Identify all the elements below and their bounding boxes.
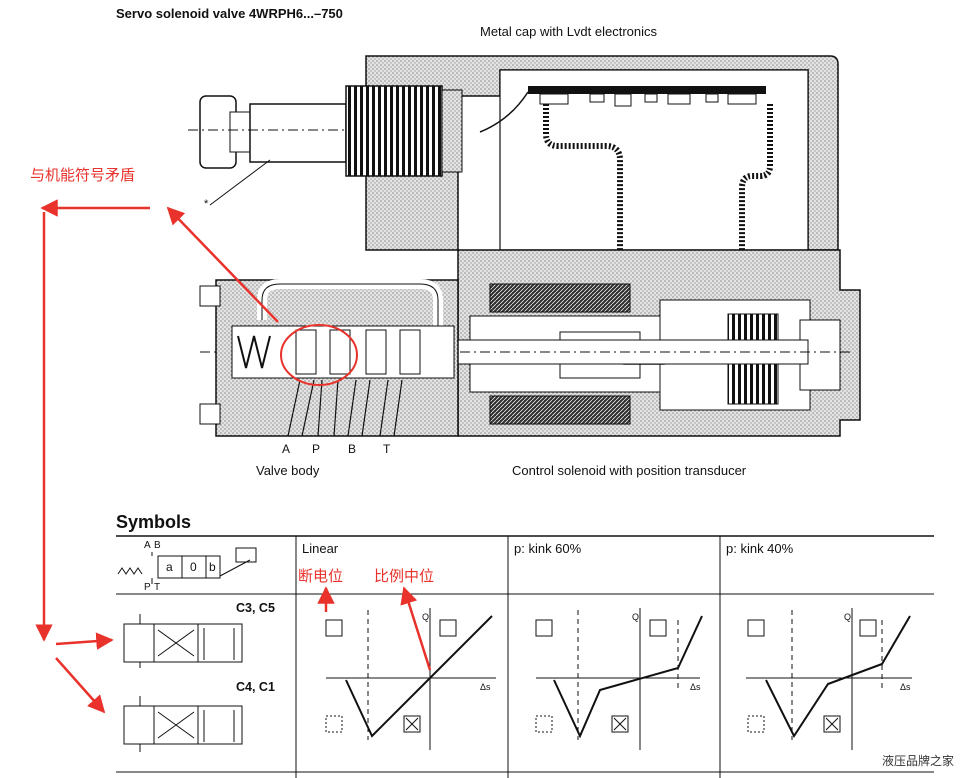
code-c3-c5: C3, C5 <box>236 601 275 615</box>
page-title: Servo solenoid valve 4WRPH6...–750 <box>116 6 343 21</box>
mini-a: A <box>144 540 151 551</box>
mini-pos-b: b <box>209 560 216 574</box>
valve-body <box>199 279 459 437</box>
column-kink-40: p: kink 40% <box>726 541 794 556</box>
mini-b: B <box>154 540 161 551</box>
plug-connector <box>188 85 463 206</box>
annotation-power-off: 断电位 <box>298 567 344 585</box>
axis-s-kink60: Δs <box>690 682 701 692</box>
axis-q-linear: Q <box>422 612 430 622</box>
control-solenoid-label: Control solenoid with position transduce… <box>512 463 747 478</box>
annotation-arrows <box>35 199 432 714</box>
metal-cap-label: Metal cap with Lvdt electronics <box>480 24 658 39</box>
port-t-label: T <box>383 442 391 456</box>
axis-q-kink60: Q <box>632 612 640 622</box>
port-b-label: B <box>348 442 357 456</box>
graph-kink-60 <box>535 608 703 750</box>
graph-kink-40 <box>746 608 912 750</box>
mini-pos-0: 0 <box>190 560 197 574</box>
watermark: 液压品牌之家 <box>882 754 955 768</box>
metal-cap <box>365 55 839 330</box>
symbols-table <box>116 535 934 778</box>
mini-p: P <box>144 582 151 593</box>
axis-s-kink40: Δs <box>900 682 911 692</box>
graph-linear <box>325 608 496 750</box>
asterisk-mark: * <box>204 198 209 210</box>
column-kink-60: p: kink 60% <box>514 541 582 556</box>
port-a-label: A <box>282 442 291 456</box>
annotation-contradiction: 与机能符号矛盾 <box>30 166 136 184</box>
annotation-proportional-center: 比例中位 <box>374 567 435 585</box>
column-linear: Linear <box>302 541 339 556</box>
mini-pos-a: a <box>166 560 173 574</box>
axis-q-kink40: Q <box>844 612 852 622</box>
mini-t: T <box>154 582 161 593</box>
port-p-label: P <box>312 442 321 456</box>
symbols-heading: Symbols <box>116 512 192 532</box>
code-c4-c1: C4, C1 <box>236 680 275 694</box>
control-solenoid <box>200 249 861 437</box>
valve-body-label: Valve body <box>256 463 320 478</box>
axis-s-linear: Δs <box>480 682 491 692</box>
